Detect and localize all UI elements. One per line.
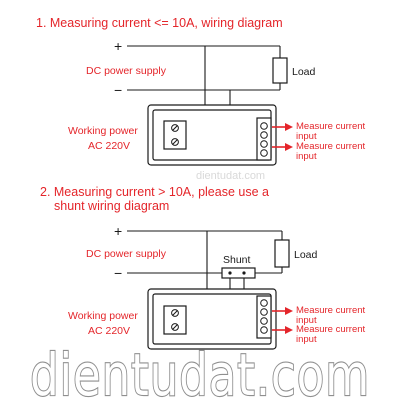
diagram2-title-line1: 2. Measuring current > 10A, please use a <box>40 185 269 199</box>
diagram1-title: 1. Measuring current <= 10A, wiring diag… <box>36 16 283 30</box>
diagram2-load-resistor <box>274 239 290 268</box>
diagram2-measure1-line2: input <box>296 315 317 326</box>
diagram1-measure2-line1: Measure current <box>296 141 366 152</box>
diagram2-arrows <box>272 307 293 334</box>
diagram2-measure2-line2: input <box>296 334 317 345</box>
diagram2-working-power-label: Working power <box>68 310 138 322</box>
diagram1-plus-sign: + <box>114 38 122 54</box>
diagram1-measure1-line2: input <box>296 131 317 142</box>
diagram2-shunt <box>221 267 256 279</box>
diagram2-shunt-label: Shunt <box>223 254 251 266</box>
diagram1-load-label: Load <box>292 66 316 78</box>
watermark-large: dientudat.com <box>30 341 370 400</box>
diagram1-working-power-label: Working power <box>68 125 138 137</box>
diagram2-measure1-line1: Measure current <box>296 305 366 316</box>
diagram1-measure1-line1: Measure current <box>296 121 366 132</box>
diagram2-meter <box>147 288 277 350</box>
diagram1-ac-label: AC 220V <box>88 140 130 152</box>
diagram1-arrows <box>272 123 293 151</box>
diagram2-measure2-line1: Measure current <box>296 324 366 335</box>
diagram2-load-label: Load <box>294 249 318 261</box>
diagram2-plus-sign: + <box>114 223 122 239</box>
diagram1-measure2-line2: input <box>296 151 317 162</box>
diagram2-dc-label: DC power supply <box>86 248 167 260</box>
diagram1-dc-label: DC power supply <box>86 65 167 77</box>
watermark-small: dientudat.com <box>196 170 265 182</box>
diagram1-minus-sign: − <box>114 82 122 98</box>
diagram2-ac-label: AC 220V <box>88 325 130 337</box>
diagram2-minus-sign: − <box>114 265 122 281</box>
diagram2-title-line2: shunt wiring diagram <box>54 199 169 213</box>
diagram1-load-resistor <box>272 57 288 84</box>
diagram1-meter <box>147 104 277 166</box>
